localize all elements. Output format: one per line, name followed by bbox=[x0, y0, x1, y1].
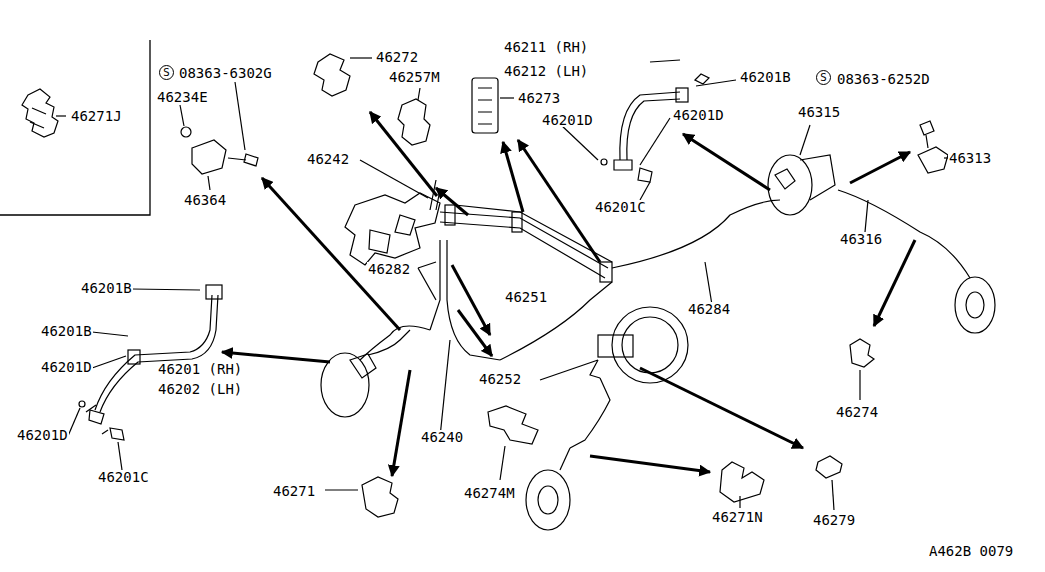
standard-part-mark: S bbox=[816, 70, 831, 85]
part-number: 46316 bbox=[839, 232, 883, 246]
part-number: 46252 bbox=[478, 372, 522, 386]
part-number: 46257M bbox=[388, 70, 441, 84]
part-number: 46284 bbox=[687, 302, 731, 316]
part-number: 46279 bbox=[812, 513, 856, 527]
standard-part-mark: S bbox=[159, 65, 174, 80]
part-number: 46212 (LH) bbox=[503, 64, 589, 78]
part-number: 46201D bbox=[40, 360, 93, 374]
part-number: 46211 (RH) bbox=[503, 40, 589, 54]
figure-code: A462B 0079 bbox=[928, 544, 1014, 558]
part-number: 08363-6302G bbox=[178, 66, 273, 80]
part-number: 46251 bbox=[504, 290, 548, 304]
part-number: 46271 bbox=[272, 484, 316, 498]
part-number: 46240 bbox=[420, 430, 464, 444]
part-number: 46201B bbox=[80, 281, 133, 295]
part-number: 46274M bbox=[463, 486, 516, 500]
part-number: 46315 bbox=[797, 105, 841, 119]
part-number: 46201D bbox=[16, 428, 69, 442]
part-number: 46202 (LH) bbox=[157, 382, 243, 396]
part-number: 46271N bbox=[711, 510, 764, 524]
part-number: 46364 bbox=[183, 193, 227, 207]
part-number: 46242 bbox=[306, 152, 350, 166]
part-number: 46201B bbox=[739, 70, 792, 84]
part-number: 46272 bbox=[375, 50, 419, 64]
part-number: 46201C bbox=[594, 200, 647, 214]
part-number: 46282 bbox=[367, 262, 411, 276]
part-number: 46274 bbox=[835, 405, 879, 419]
part-number: 46271J bbox=[70, 109, 123, 123]
part-number: 46273 bbox=[517, 91, 561, 105]
part-number: 46201 (RH) bbox=[157, 362, 243, 376]
part-number: 46234E bbox=[156, 90, 209, 104]
part-number: 46201C bbox=[97, 470, 150, 484]
part-number: 46201D bbox=[672, 108, 725, 122]
part-number: 46313 bbox=[948, 151, 992, 165]
part-number: 46201B bbox=[40, 324, 93, 338]
part-number: 46201D bbox=[541, 113, 594, 127]
part-number: 08363-6252D bbox=[836, 72, 931, 86]
